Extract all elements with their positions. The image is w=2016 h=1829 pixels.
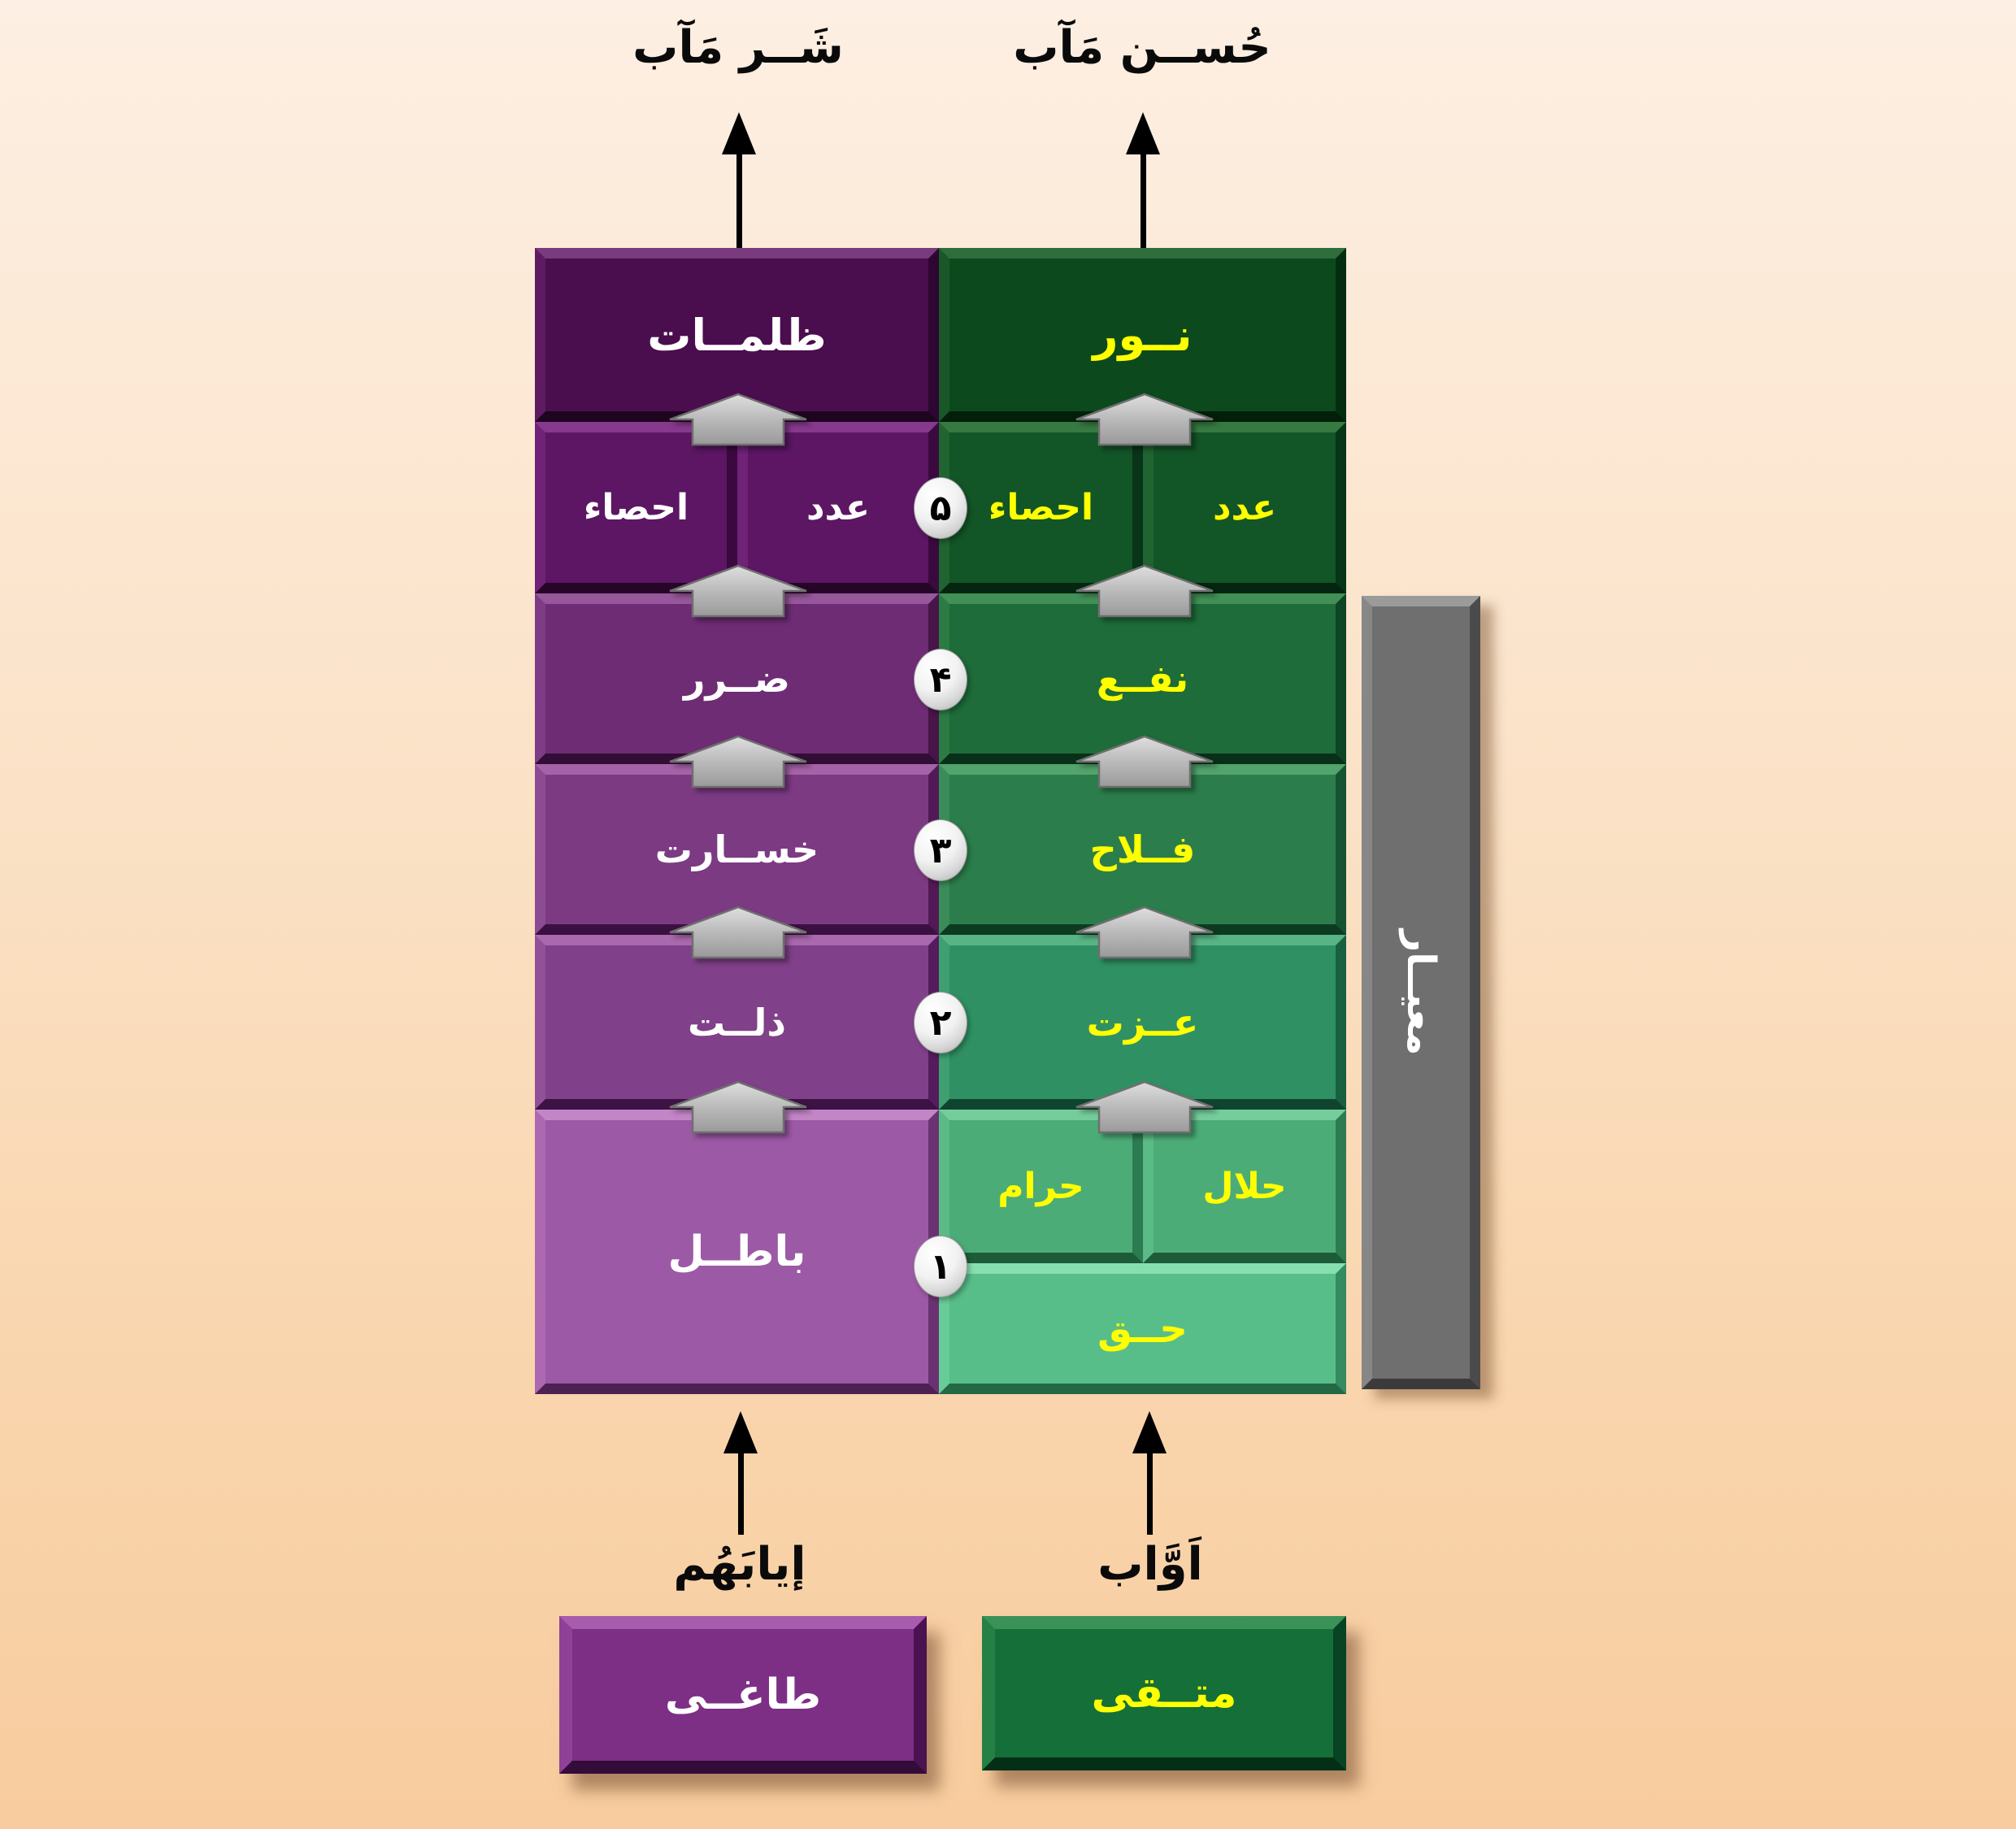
- step-number-1: ۱: [914, 1236, 967, 1297]
- cell-izzat: عــزت: [939, 935, 1346, 1110]
- step-number-label: ۱: [929, 1245, 952, 1288]
- cell-label: عــزت: [1086, 1000, 1199, 1045]
- step-number-3: ۳: [914, 819, 967, 881]
- block-label: متــقى: [1091, 1669, 1237, 1718]
- cell-label: فــلاح: [1089, 828, 1196, 871]
- arrowhead: [723, 1411, 758, 1453]
- cell-label: نفــع: [1096, 657, 1189, 701]
- label-awwab: اَوَّاب: [1097, 1538, 1203, 1591]
- arrow-stem: [1146, 1453, 1153, 1535]
- step-arrow-up-icon: [668, 564, 808, 618]
- cell-ihsa-right: احصاء: [939, 422, 1143, 593]
- step-number-label: ۴: [929, 658, 952, 701]
- step-arrow-up-icon: [668, 906, 808, 959]
- step-arrow-up-icon: [1075, 393, 1214, 446]
- step-arrow-up-icon: [1075, 1080, 1214, 1134]
- cell-label: عدد: [1212, 487, 1277, 528]
- cell-label: احصاء: [988, 487, 1094, 528]
- arrowhead: [1126, 112, 1160, 154]
- up-arrow-icon: [723, 1411, 758, 1535]
- block-taghi: طاغــى: [559, 1616, 927, 1774]
- cell-label: حــق: [1097, 1305, 1188, 1352]
- cell-batil: باطــل: [535, 1110, 939, 1394]
- step-arrow-up-icon: [1075, 906, 1214, 959]
- step-arrow-up-icon: [1075, 735, 1214, 789]
- cell-label: حرام: [997, 1166, 1084, 1207]
- cell-halal: حلال: [1143, 1110, 1346, 1263]
- up-arrow-icon: [721, 112, 757, 250]
- up-arrow-icon: [1125, 112, 1161, 250]
- step-arrow-up-icon: [1075, 564, 1214, 618]
- block-muttaqi: متــقى: [982, 1616, 1346, 1770]
- arrow-stem: [736, 154, 742, 250]
- cell-zarar: ضــرر: [535, 593, 939, 764]
- step-arrow-up-icon: [668, 393, 808, 446]
- label-husn-maab: حُســن مَآب: [1013, 21, 1271, 74]
- ladder-diagram: ظلمــات نــور احصاء عدد احصاء عدد ضــرر …: [535, 248, 1346, 1394]
- label-sharr-maab: شَــر مَآب: [632, 21, 844, 74]
- cell-noor: نــور: [939, 248, 1346, 422]
- arrow-stem: [737, 1453, 744, 1535]
- arrow-stem: [1140, 154, 1146, 250]
- cell-label: عدد: [806, 487, 871, 528]
- cell-label: ذلــت: [687, 1000, 787, 1045]
- cell-label: نــور: [1093, 309, 1193, 361]
- step-number-4: ۴: [914, 649, 967, 710]
- step-number-label: ۲: [929, 1001, 952, 1044]
- step-number-label: ۵: [929, 487, 952, 529]
- step-number-label: ۳: [929, 829, 952, 871]
- cell-zulumat: ظلمــات: [535, 248, 939, 422]
- cell-label: خســارت: [654, 828, 819, 871]
- cell-zillat: ذلــت: [535, 935, 939, 1110]
- label-iyabahum: إيابَهُم: [673, 1538, 806, 1591]
- step-number-2: ۲: [914, 992, 967, 1054]
- block-label: طاغــى: [664, 1670, 822, 1719]
- cell-label: حلال: [1202, 1166, 1287, 1207]
- cell-label: ظلمــات: [647, 309, 827, 361]
- cell-haq: حــق: [939, 1263, 1346, 1394]
- cell-label: باطــل: [667, 1227, 806, 1276]
- cell-label: ضــرر: [684, 657, 790, 701]
- cell-ihsa-left: احصاء: [535, 422, 737, 593]
- meyar-label: معيــار: [1398, 929, 1444, 1056]
- cell-falah: فــلاح: [939, 764, 1346, 935]
- arrowhead: [722, 112, 756, 154]
- step-number-5: ۵: [914, 477, 967, 539]
- arrowhead: [1132, 1411, 1167, 1453]
- step-arrow-up-icon: [668, 1080, 808, 1134]
- up-arrow-icon: [1132, 1411, 1167, 1535]
- step-arrow-up-icon: [668, 735, 808, 789]
- cell-haram: حرام: [939, 1110, 1143, 1263]
- cell-label: احصاء: [583, 487, 689, 528]
- meyar-bar: معيــار: [1362, 596, 1480, 1389]
